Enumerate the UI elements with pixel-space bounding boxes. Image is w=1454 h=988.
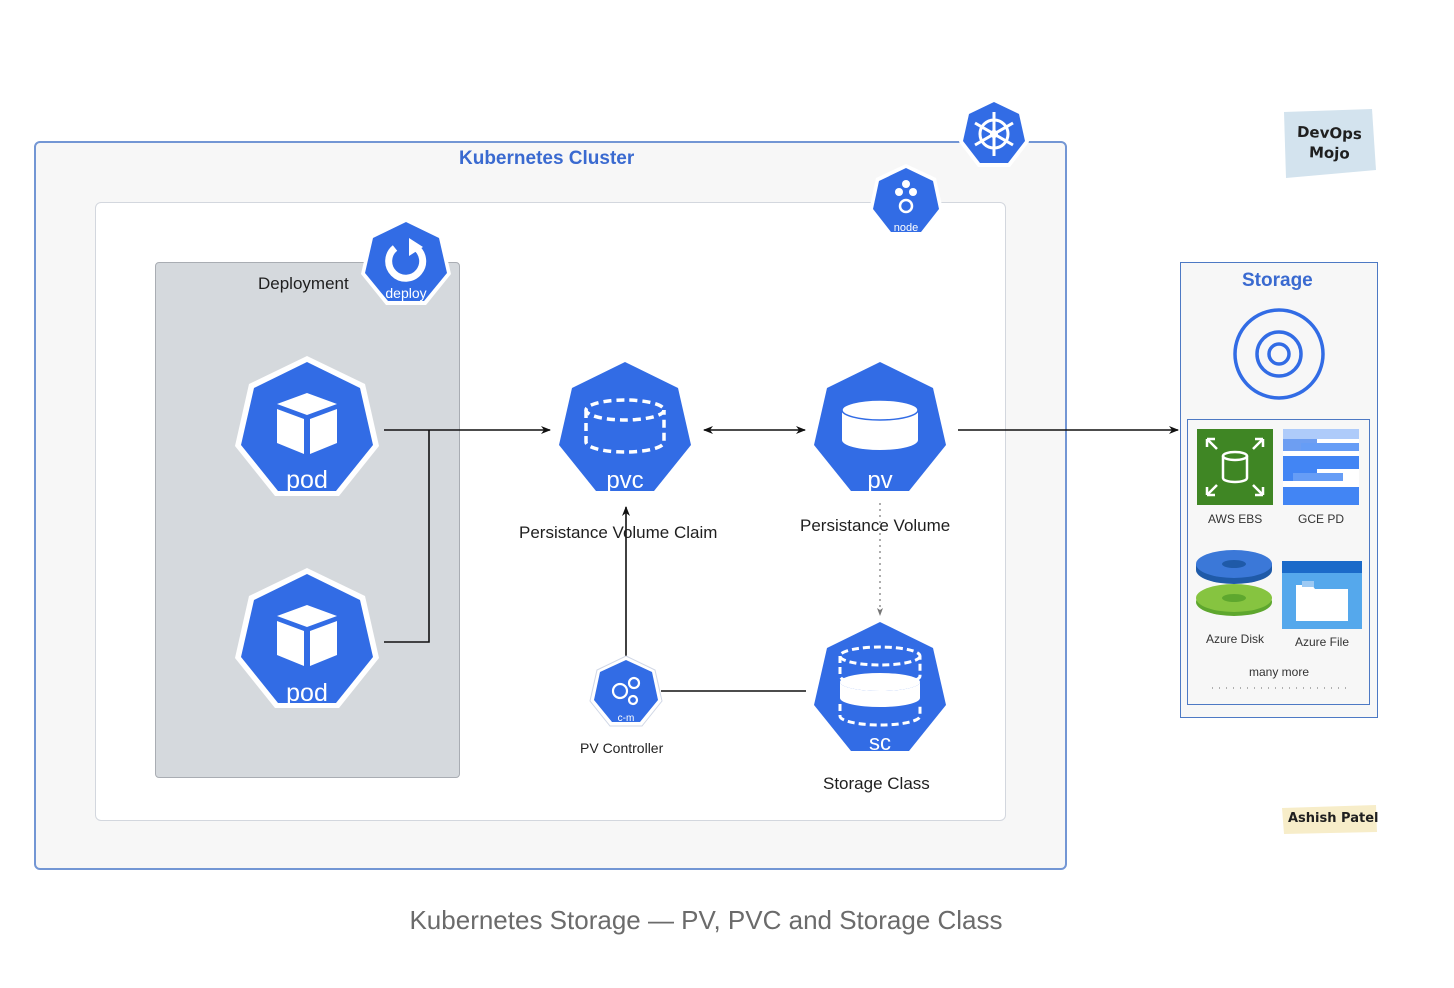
node-badge-label: node: [894, 222, 918, 234]
controller-caption: PV Controller: [580, 740, 664, 756]
deploy-badge-label: deploy: [385, 285, 426, 301]
refresh-icon: [385, 238, 427, 282]
logo-line-2: Mojo: [1308, 143, 1350, 163]
cluster-title: Kubernetes Cluster: [459, 148, 635, 169]
azure-disk-icon: [1196, 550, 1272, 616]
deployment-label: Deployment: [258, 274, 349, 293]
storage-class-icon: sc: [808, 616, 952, 756]
gce-pd-icon: [1283, 429, 1359, 505]
node-icon: node: [869, 164, 943, 236]
volume-icon: [841, 399, 919, 450]
pod-icon: pod: [235, 568, 379, 708]
many-more-label: many more: [1249, 665, 1310, 679]
devops-mojo-logo: [1284, 109, 1376, 178]
stacked-volumes-icon: [838, 645, 922, 727]
azure-file-label: Azure File: [1295, 635, 1350, 649]
pv-icon-label: pv: [867, 467, 892, 494]
storage-title: Storage: [1242, 270, 1313, 291]
author-tag-bg: [1282, 805, 1377, 834]
pv-caption: Persistance Volume: [800, 516, 951, 535]
gce-pd-label: GCE PD: [1298, 512, 1345, 526]
pvc-icon-label: pvc: [606, 467, 643, 494]
cube-icon: [277, 605, 337, 666]
aws-ebs-icon: [1197, 429, 1273, 505]
author-label: Ashish Patel: [1288, 811, 1379, 826]
logo-line-1: DevOps: [1296, 122, 1363, 144]
disk-icon: [1233, 308, 1325, 400]
azure-file-icon: [1282, 561, 1362, 629]
dashed-volume-icon: [584, 398, 666, 454]
pvc-caption: Persistance Volume Claim: [519, 523, 718, 542]
pv-controller-icon: c-m: [589, 655, 663, 727]
controller-icon-label: c-m: [618, 713, 635, 724]
sc-caption: Storage Class: [823, 774, 930, 793]
azure-disk-label: Azure Disk: [1206, 632, 1265, 646]
pod-icon: pod: [235, 356, 379, 496]
cube-icon: [277, 393, 337, 454]
pv-icon: pv: [808, 356, 952, 496]
connectors: [384, 426, 1179, 692]
node-components-icon: [895, 180, 917, 214]
sc-icon-label: sc: [869, 730, 891, 755]
pod2-to-pvc-connector: [384, 430, 430, 643]
aws-ebs-label: AWS EBS: [1208, 512, 1263, 526]
figure-caption: Kubernetes Storage — PV, PVC and Storage…: [409, 905, 1003, 935]
pod-label: pod: [286, 679, 328, 707]
deploy-icon: deploy: [361, 218, 451, 305]
kubernetes-logo-icon: [959, 98, 1029, 167]
pod-label: pod: [286, 466, 328, 494]
pvc-icon: pvc: [553, 356, 697, 496]
gears-icon: [611, 676, 641, 706]
